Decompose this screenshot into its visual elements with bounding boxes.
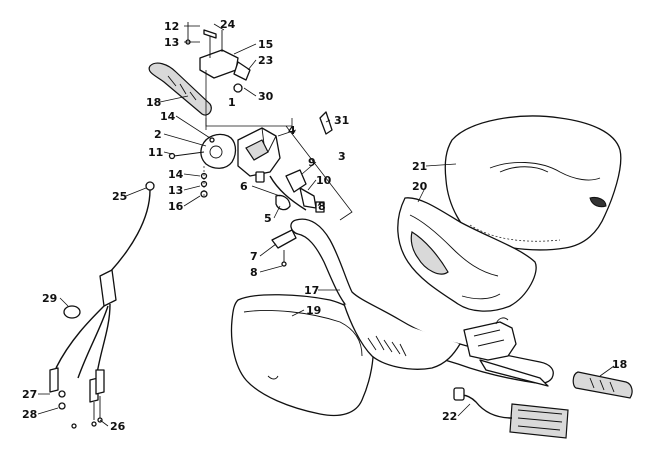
hand-guard-cover-21 — [444, 115, 622, 251]
handlebar-17 — [290, 218, 554, 384]
callout-24: 24 — [220, 18, 236, 31]
callout-5: 5 — [264, 212, 272, 225]
switch-housing-4 — [237, 127, 281, 183]
callout-1: 1 — [228, 96, 236, 109]
callout-16: 16 — [168, 200, 184, 213]
callout-8-bottom: 8 — [250, 266, 258, 279]
callout-12: 12 — [164, 20, 179, 33]
grip-left-18 — [148, 62, 212, 116]
switch-9-10 — [269, 169, 325, 213]
callout-2: 2 — [154, 128, 162, 141]
mount-bracket-15 — [185, 22, 251, 130]
callout-21: 21 — [412, 160, 427, 173]
hand-guard-19 — [230, 294, 374, 417]
callout-labels: 12 24 13 15 23 18 30 1 14 4 31 2 3 11 9 … — [22, 18, 627, 433]
callout-18-left: 18 — [146, 96, 161, 109]
callout-11: 11 — [148, 146, 163, 159]
callout-4: 4 — [288, 124, 296, 137]
callout-8-top: 8 — [318, 200, 326, 213]
washers-13-14-16 — [200, 166, 208, 198]
hand-guard-20 — [397, 197, 537, 312]
callout-9: 9 — [308, 156, 316, 169]
callout-6: 6 — [240, 180, 248, 193]
callout-20: 20 — [412, 180, 428, 193]
leader-lines — [37, 23, 615, 427]
throttle-housing-2 — [168, 133, 237, 169]
callout-14-top: 14 — [160, 110, 176, 123]
clip-31 — [319, 111, 333, 135]
callout-10: 10 — [316, 174, 332, 187]
callout-13: 13 — [164, 36, 179, 49]
callout-7: 7 — [250, 250, 258, 263]
callout-19: 19 — [306, 304, 321, 317]
callout-18-right: 18 — [612, 358, 627, 371]
callout-29: 29 — [42, 292, 57, 305]
callout-27: 27 — [22, 388, 37, 401]
callout-15: 15 — [258, 38, 273, 51]
heating-element-22 — [453, 387, 569, 439]
callout-25: 25 — [112, 190, 127, 203]
bracket-7 — [271, 229, 297, 267]
callout-14-bottom: 14 — [168, 168, 184, 181]
callout-23: 23 — [258, 54, 273, 67]
callout-28: 28 — [22, 408, 37, 421]
callout-30: 30 — [258, 90, 274, 103]
callout-31: 31 — [334, 114, 349, 127]
callout-13-bottom: 13 — [168, 184, 183, 197]
grip-right-18 — [572, 371, 633, 399]
wire-harness-25 — [49, 181, 155, 429]
callout-3: 3 — [338, 150, 346, 163]
callout-26: 26 — [110, 420, 126, 433]
callout-17: 17 — [304, 284, 319, 297]
brake-lever-assembly — [463, 317, 549, 387]
callout-22: 22 — [442, 410, 457, 423]
